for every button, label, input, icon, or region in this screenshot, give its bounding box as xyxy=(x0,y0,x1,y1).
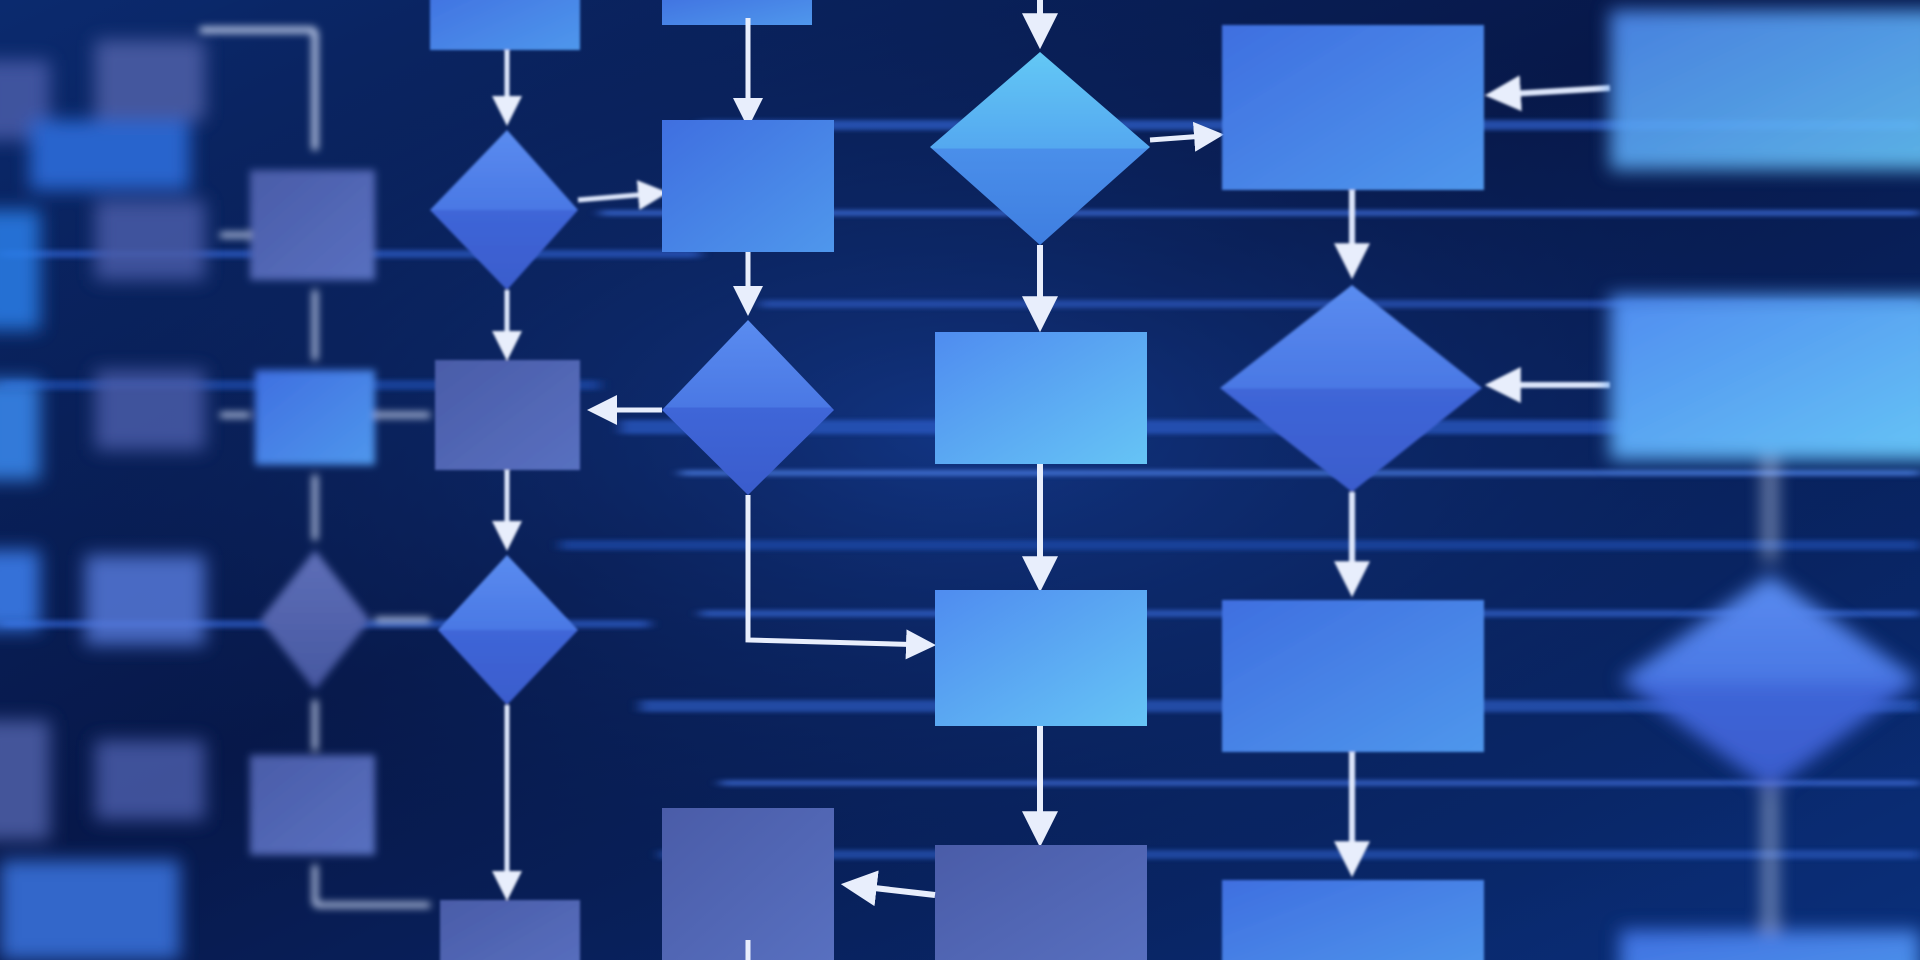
flowchart-column-center xyxy=(840,0,1224,960)
flowchart-column-far-right xyxy=(1610,10,1920,960)
flowchart-column-far-left xyxy=(0,40,205,960)
flowchart-column-third xyxy=(430,0,668,960)
decision-diamond xyxy=(430,130,578,290)
decision-diamond xyxy=(662,320,834,495)
decision-diamond xyxy=(1220,285,1482,492)
process-box xyxy=(1222,880,1484,960)
process-box xyxy=(662,120,834,252)
flowchart-column-second xyxy=(200,27,430,908)
process-box xyxy=(662,808,834,960)
process-box xyxy=(440,900,580,960)
process-box xyxy=(935,332,1147,464)
decision-diamond xyxy=(930,52,1150,245)
process-box xyxy=(935,845,1147,960)
process-box xyxy=(662,0,812,25)
process-box xyxy=(1222,25,1484,190)
flowchart-column-fourth xyxy=(587,0,936,960)
process-box xyxy=(430,0,580,50)
process-box xyxy=(1222,600,1484,752)
flowchart-column-sixth xyxy=(1220,25,1611,960)
process-box xyxy=(435,360,580,470)
decision-diamond xyxy=(438,555,578,705)
process-box xyxy=(935,590,1147,726)
